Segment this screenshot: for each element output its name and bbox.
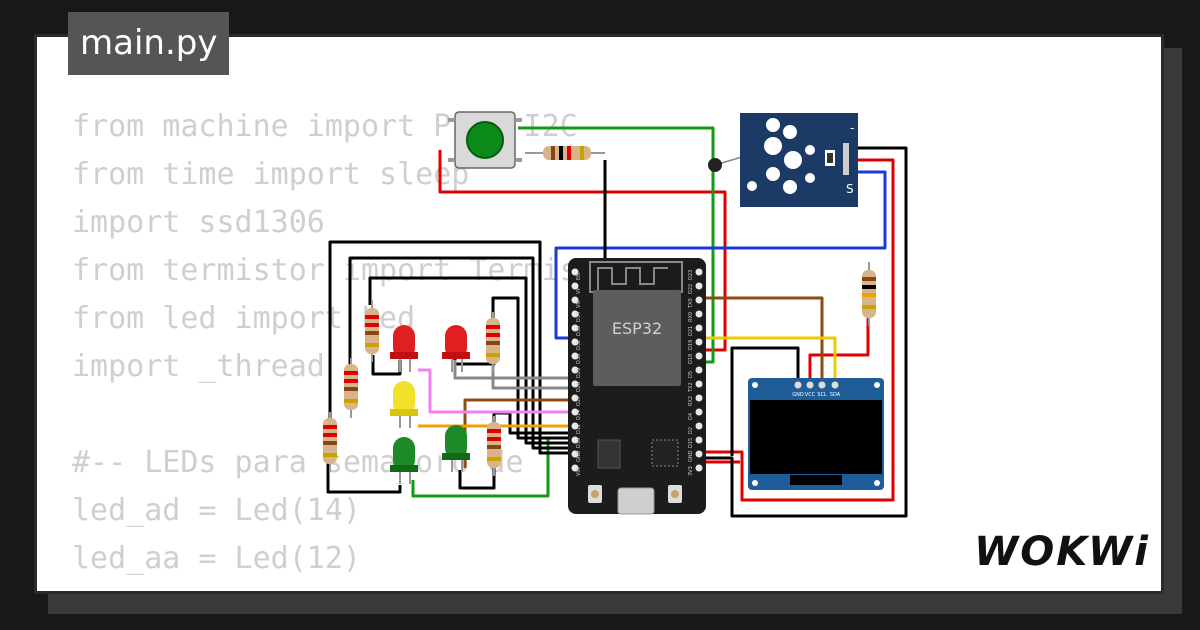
resistor	[862, 262, 876, 326]
resistor	[365, 300, 379, 362]
sensor-pin-label: -	[850, 121, 854, 135]
wire-red	[808, 318, 870, 385]
svg-text:TX2: TX2	[688, 382, 694, 393]
resistor	[525, 146, 605, 160]
svg-text:D23: D23	[688, 270, 694, 280]
wire-green	[518, 126, 715, 364]
esp32-board: ESP32 EN VP VN D34 D35 D32 D33 D25 D	[568, 258, 706, 515]
svg-text:D2: D2	[688, 427, 694, 434]
svg-text:D14: D14	[576, 410, 582, 420]
wire-black	[348, 256, 572, 450]
resistor	[486, 312, 500, 372]
svg-text:3V3: 3V3	[688, 466, 694, 476]
wire-black	[328, 240, 572, 455]
svg-text:GND: GND	[688, 450, 694, 462]
code-line: led_ad = Led(14)	[72, 493, 361, 528]
code-line: led_aa = Led(12)	[72, 541, 361, 576]
led-green	[442, 425, 470, 472]
code-line: #-- LEDs para semaforo de	[72, 445, 524, 480]
wire-black	[458, 470, 496, 490]
led-green	[390, 437, 418, 484]
sensor-pin-label: S	[846, 182, 854, 196]
svg-text:D34: D34	[576, 312, 582, 322]
svg-text:VN: VN	[576, 301, 582, 308]
wire-black	[326, 420, 402, 494]
led-red	[390, 325, 418, 372]
code-line: import _thread	[72, 349, 325, 384]
svg-text:VP: VP	[576, 288, 582, 294]
wire-black	[491, 296, 572, 440]
resistor	[344, 358, 358, 418]
wire-black	[368, 276, 572, 445]
svg-text:D21: D21	[688, 326, 694, 336]
svg-text:D33: D33	[576, 354, 582, 364]
wire-gray	[453, 360, 572, 380]
wires	[326, 126, 908, 518]
svg-text:D22: D22	[688, 284, 694, 294]
temperature-sensor-module: - S	[740, 113, 858, 207]
oled-display: GND VCC SCL SDA	[748, 378, 884, 490]
svg-text:RX0: RX0	[688, 312, 694, 322]
board-label: ESP32	[612, 319, 662, 338]
led-red	[442, 325, 470, 372]
svg-text:D13: D13	[576, 438, 582, 448]
svg-text:GND: GND	[576, 450, 582, 462]
led-yellow	[390, 381, 418, 428]
oled-pin-label: SDA	[830, 392, 841, 398]
wire-black	[730, 346, 800, 456]
wire-red	[703, 158, 895, 502]
resistor	[323, 412, 337, 472]
svg-text:D12: D12	[576, 424, 582, 434]
svg-text:D15: D15	[688, 438, 694, 448]
svg-text:D19: D19	[688, 340, 694, 350]
svg-text:D5: D5	[688, 371, 694, 378]
svg-text:VIN: VIN	[576, 467, 582, 476]
wire-black	[703, 146, 908, 518]
svg-text:D4: D4	[688, 413, 694, 420]
code-line: import ssd1306	[72, 205, 325, 240]
svg-text:D27: D27	[576, 396, 582, 406]
svg-text:D26: D26	[576, 382, 582, 392]
wire-yellow	[703, 336, 837, 385]
wire-pink	[418, 368, 572, 414]
svg-text:D25: D25	[576, 368, 582, 378]
svg-text:RX2: RX2	[688, 396, 694, 406]
oled-pin-label: SCL	[817, 392, 827, 398]
wokwi-logo: WOKWi	[974, 529, 1150, 575]
wire-blue	[554, 170, 887, 340]
resistor	[487, 416, 501, 476]
wire-red	[438, 150, 727, 352]
code-preview: from machine import Pin, I2C from time i…	[72, 103, 632, 591]
svg-text:D35: D35	[576, 326, 582, 336]
wire-brown	[703, 296, 824, 385]
file-tab[interactable]: main.py	[68, 12, 230, 75]
svg-text:TX0: TX0	[688, 298, 694, 309]
oled-pin-label: GND	[792, 392, 804, 398]
svg-text:D32: D32	[576, 340, 582, 350]
svg-text:EN: EN	[576, 273, 582, 280]
svg-text:D18: D18	[688, 354, 694, 364]
push-button	[448, 111, 522, 169]
oled-pin-label: VCC	[805, 392, 816, 398]
code-line: led_vd = Led(13)	[72, 583, 632, 591]
